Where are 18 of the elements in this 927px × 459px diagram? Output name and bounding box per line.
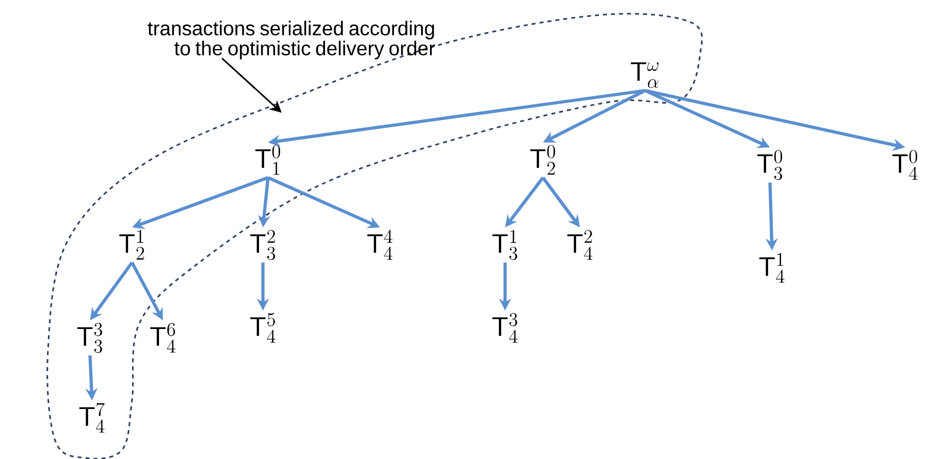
transaction-label: $\mathsf{T}^{5}_{4}$	[250, 313, 276, 343]
annotation-text: transactions serialized according to the optimistic delivery order	[148, 20, 435, 60]
transaction-label: $\mathsf{T}^{4}_{4}$	[367, 230, 392, 260]
transaction-label: $\mathsf{T}^{3}_{4}$	[492, 313, 518, 343]
transaction-label: $\mathsf{T}^{1}_{3}$	[492, 230, 518, 260]
dashed-loop	[46, 12, 703, 459]
transaction-label: $\mathsf{T}^{0}_{2}$	[530, 145, 556, 175]
transaction-label: $\mathsf{T}^{6}_{4}$	[150, 322, 176, 353]
transaction-label: $\mathsf{T}^{7}_{4}$	[79, 402, 105, 433]
transaction-label: $\mathsf{T}^{0}_{4}$	[892, 150, 918, 180]
transaction-label: $\mathsf{T}^{\omega}_{\alpha}$	[630, 62, 658, 88]
transaction-label: $\mathsf{T}^{0}_{3}$	[757, 150, 782, 180]
transaction-label: $\mathsf{T}^{3}_{3}$	[77, 322, 102, 353]
transaction-label: $\mathsf{T}^{1}_{2}$	[119, 230, 144, 260]
transaction-label: $\mathsf{T}^{2}_{3}$	[250, 230, 276, 260]
transaction-label: $\mathsf{T}^{2}_{4}$	[567, 230, 592, 260]
transaction-label: $\mathsf{T}^{0}_{1}$	[255, 145, 280, 175]
transaction-label: $\mathsf{T}^{1}_{4}$	[759, 253, 784, 283]
